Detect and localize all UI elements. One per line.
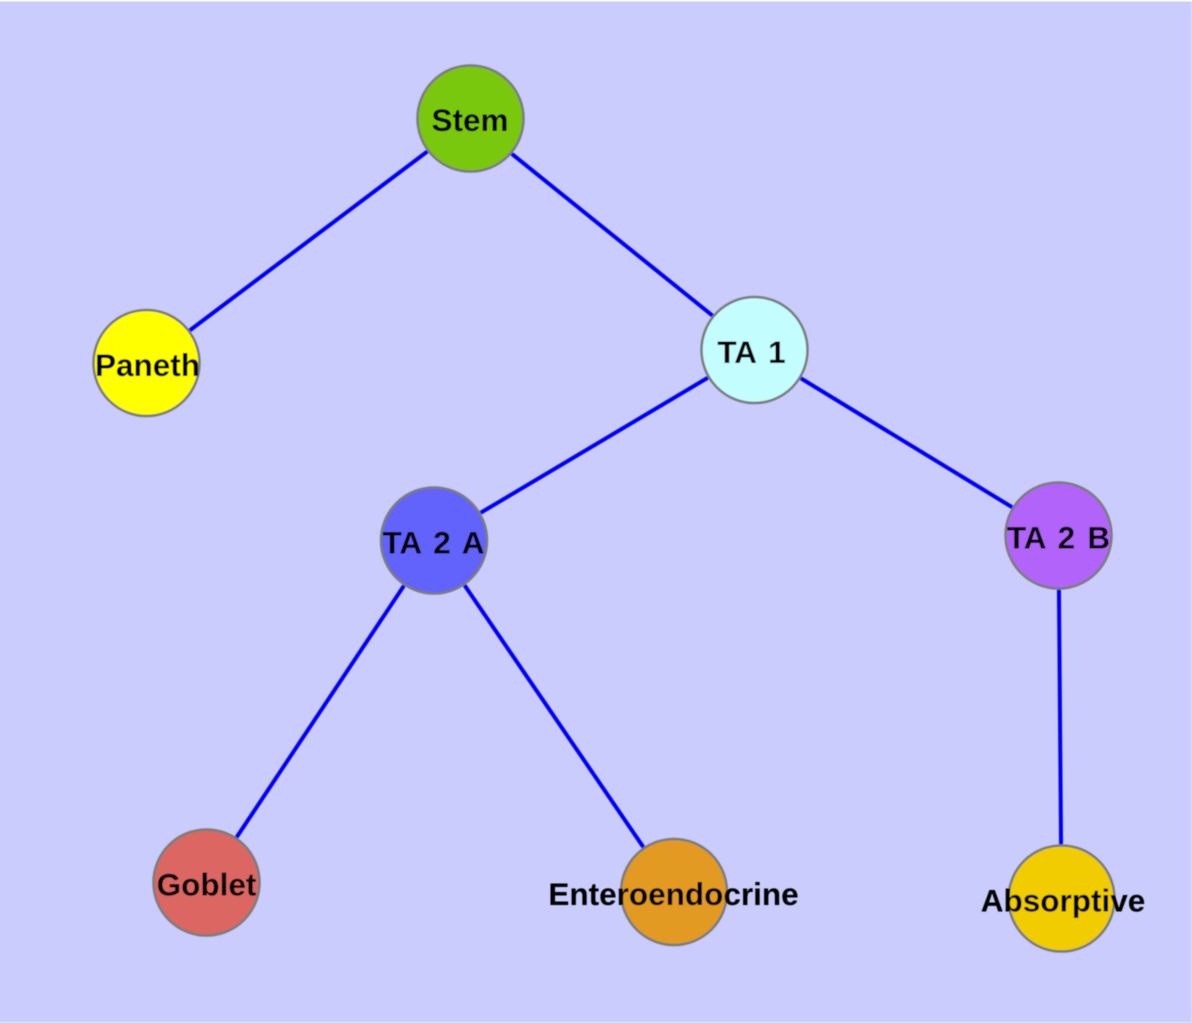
svg-text:Goblet: Goblet [157, 867, 257, 903]
svg-text:TA 2 B: TA 2 B [1007, 520, 1110, 556]
svg-text:Absorptive: Absorptive [981, 883, 1146, 919]
svg-text:Stem: Stem [431, 102, 508, 138]
svg-text:TA 1: TA 1 [717, 334, 785, 370]
svg-text:Enteroendocrine: Enteroendocrine [548, 876, 798, 912]
svg-text:Paneth: Paneth [95, 347, 200, 383]
svg-text:TA 2 A: TA 2 A [382, 525, 484, 561]
